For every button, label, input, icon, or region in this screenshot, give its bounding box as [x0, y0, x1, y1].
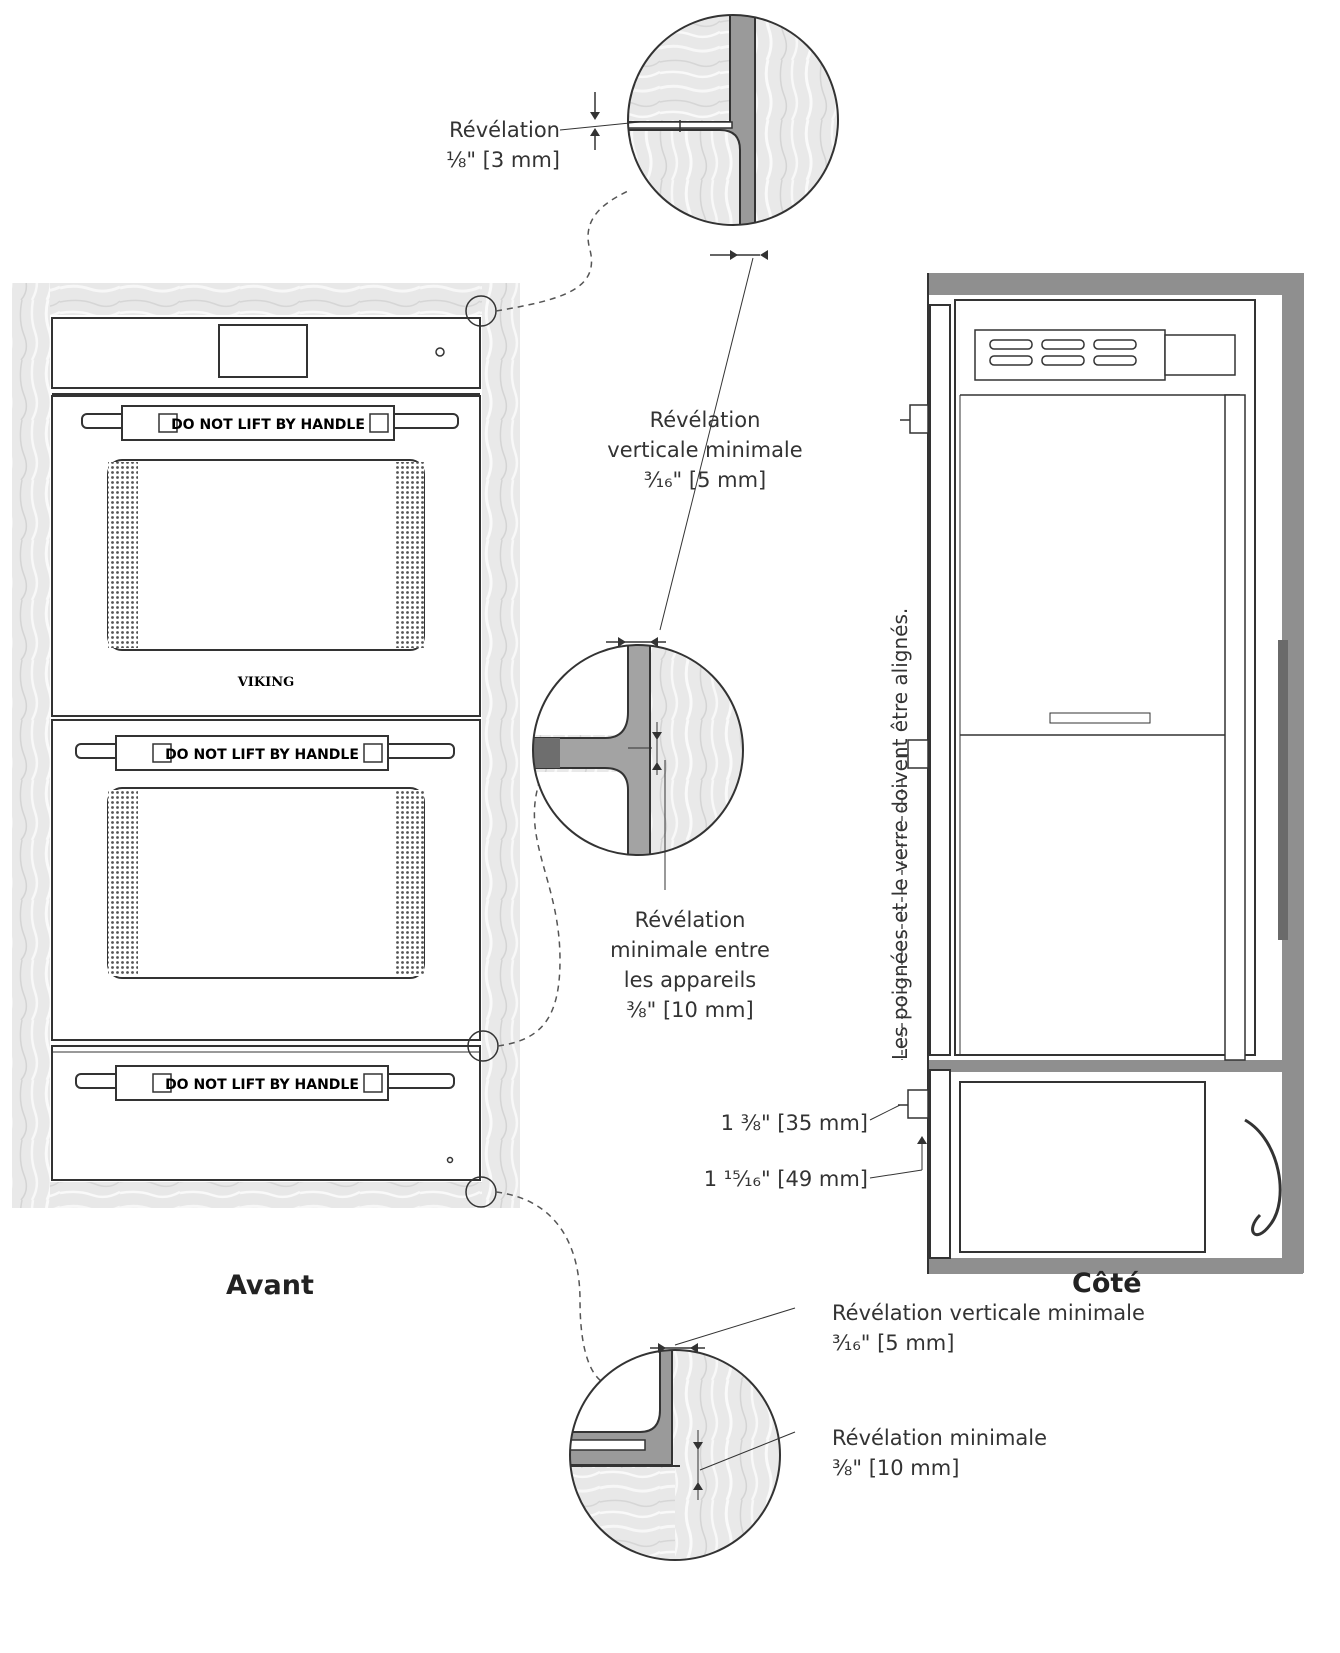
side-dim-2: 1 ¹⁵⁄₁₆" [49 mm]	[703, 1167, 868, 1191]
view-label-front: Avant	[226, 1270, 314, 1301]
indicator-light	[435, 347, 445, 357]
callout-bottom-min: Révélation minimale ⅜" [10 mm]	[832, 1426, 1048, 1480]
detail-circle-top	[559, 14, 839, 631]
side-drawer-body	[959, 1081, 1206, 1253]
callout-vertical: Révélation verticale minimale ³⁄₁₆" [5 m…	[607, 408, 803, 492]
side-handles	[898, 404, 929, 1119]
side-oven-body	[954, 299, 1256, 1056]
handle-warning-label: DO NOT LIFT BY HANDLE	[165, 1077, 359, 1093]
lower-oven-window	[107, 787, 425, 979]
handle-warning-label: DO NOT LIFT BY HANDLE	[165, 747, 359, 763]
detail-circle-bottom	[569, 1307, 796, 1561]
side-cabinet-top	[928, 273, 1303, 295]
callout-bottom-vertical: Révélation verticale minimale ³⁄₁₆" [5 m…	[832, 1301, 1145, 1355]
cabinet-top-rail	[50, 283, 482, 315]
side-door-fronts	[929, 304, 951, 1056]
side-cabinet-shelf	[928, 1060, 1283, 1072]
detail-circle-middle	[532, 637, 744, 890]
callout-top: Révélation ⅛" [3 mm]	[445, 118, 560, 172]
upper-handle: DO NOT LIFT BY HANDLE	[81, 405, 459, 441]
side-cabinet-back	[1282, 273, 1304, 1273]
callout-between: Révélation minimale entre les appareils …	[610, 908, 770, 1022]
display-screen	[218, 324, 308, 378]
front-view: DO NOT LIFT BY HANDLE VIKING DO NOT LIFT…	[12, 283, 520, 1208]
side-view	[869, 273, 1304, 1274]
side-cabinet-bottom	[928, 1258, 1303, 1274]
cabinet-bottom-rail	[50, 1182, 482, 1208]
lower-handle: DO NOT LIFT BY HANDLE	[75, 735, 455, 771]
detail-leaders	[495, 189, 631, 1387]
drawer-handle: DO NOT LIFT BY HANDLE	[75, 1065, 455, 1101]
brand-logo: VIKING	[237, 675, 295, 690]
power-cord	[1244, 1118, 1282, 1237]
upper-oven-window	[107, 459, 425, 651]
handle-warning-label: DO NOT LIFT BY HANDLE	[171, 417, 365, 433]
cabinet-left-stile	[12, 283, 50, 1208]
side-oven-vent-box	[974, 329, 1166, 381]
cabinet-right-stile	[482, 283, 520, 1208]
view-label-side: Côté	[1072, 1268, 1142, 1299]
side-dim-1: 1 ⅜" [35 mm]	[720, 1111, 868, 1135]
side-alignment-note: Les poignées et le verre doivent être al…	[888, 607, 912, 1060]
